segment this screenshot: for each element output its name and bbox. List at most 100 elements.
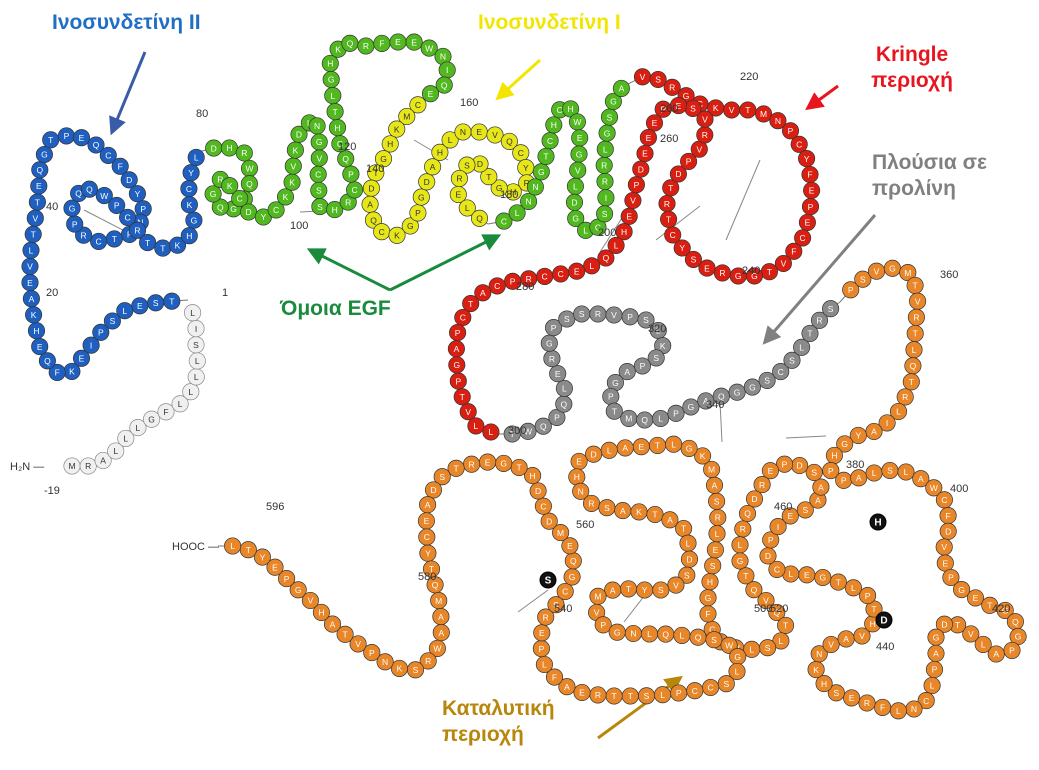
residue-fibronectin_ii: Y bbox=[129, 186, 145, 202]
residue-catalytic: L bbox=[709, 525, 725, 541]
residue-kringle: C bbox=[553, 266, 569, 282]
residue-number: 540 bbox=[554, 603, 572, 615]
svg-text:C: C bbox=[186, 184, 192, 194]
residue-catalytic: E bbox=[967, 590, 983, 606]
svg-text:Q: Q bbox=[744, 509, 751, 519]
svg-text:Y: Y bbox=[855, 431, 861, 441]
residue-proline_rich: S bbox=[559, 311, 575, 327]
svg-text:P: P bbox=[673, 409, 679, 419]
svg-text:C: C bbox=[557, 105, 563, 115]
residue-kringle: E bbox=[569, 263, 585, 279]
residue-egf: S bbox=[312, 198, 328, 214]
residue-egf: N bbox=[520, 193, 536, 209]
residue-fibronectin_ii: L bbox=[23, 242, 39, 258]
residue-catalytic: R bbox=[735, 521, 751, 537]
residue-catalytic: T bbox=[907, 277, 923, 293]
svg-text:T: T bbox=[612, 406, 617, 416]
residue-egf: E bbox=[406, 34, 422, 50]
residue-proline_rich: P bbox=[668, 405, 684, 421]
residue-catalytic: E bbox=[762, 463, 778, 479]
residue-number: 520 bbox=[770, 603, 788, 615]
svg-text:S: S bbox=[317, 202, 323, 212]
active-site-residue: D bbox=[876, 612, 892, 628]
svg-text:D: D bbox=[368, 183, 374, 193]
svg-text:A: A bbox=[619, 84, 625, 94]
svg-text:L: L bbox=[603, 144, 608, 154]
svg-text:H: H bbox=[226, 143, 232, 153]
svg-text:C: C bbox=[494, 281, 500, 291]
residue-kringle: P bbox=[450, 373, 466, 389]
svg-text:E: E bbox=[36, 181, 42, 191]
svg-text:G: G bbox=[328, 75, 335, 85]
svg-text:R: R bbox=[702, 130, 708, 140]
residue-catalytic: S bbox=[705, 558, 721, 574]
svg-text:S: S bbox=[764, 376, 770, 386]
svg-text:N: N bbox=[314, 121, 320, 131]
kringle-arrow bbox=[808, 86, 838, 108]
svg-text:H: H bbox=[574, 472, 580, 482]
svg-text:E: E bbox=[485, 457, 491, 467]
residue-catalytic: K bbox=[631, 504, 647, 520]
svg-text:P: P bbox=[640, 361, 646, 371]
residue-egf: V bbox=[570, 162, 586, 178]
residue-kringle: E bbox=[799, 214, 815, 230]
residue-catalytic: E bbox=[799, 567, 815, 583]
residue-kringle: Q bbox=[598, 250, 614, 266]
svg-text:V: V bbox=[859, 631, 865, 641]
svg-text:A: A bbox=[843, 634, 849, 644]
residue-number: 140 bbox=[366, 163, 384, 175]
residue-catalytic: L bbox=[732, 537, 748, 553]
svg-text:A: A bbox=[622, 443, 628, 453]
svg-text:L: L bbox=[113, 446, 118, 456]
svg-text:K: K bbox=[69, 367, 75, 377]
svg-text:Y: Y bbox=[135, 189, 141, 199]
svg-text:L: L bbox=[680, 631, 685, 641]
svg-text:D: D bbox=[424, 177, 430, 187]
residue-catalytic: T bbox=[830, 574, 846, 590]
residue-fibronectin_ii: G bbox=[186, 212, 202, 228]
svg-text:D: D bbox=[765, 551, 771, 561]
egf-arrow-right bbox=[390, 236, 498, 290]
residue-number: -19 bbox=[44, 485, 60, 497]
svg-text:Q: Q bbox=[695, 632, 702, 642]
residue-catalytic: L bbox=[641, 626, 657, 642]
svg-text:G: G bbox=[614, 627, 621, 637]
residue-signal: L bbox=[183, 384, 199, 400]
svg-text:G: G bbox=[612, 378, 619, 388]
svg-text:E: E bbox=[37, 342, 43, 352]
svg-text:G: G bbox=[576, 149, 583, 159]
svg-text:A: A bbox=[480, 288, 486, 298]
residue-catalytic: S bbox=[407, 662, 423, 678]
svg-text:L: L bbox=[715, 529, 720, 539]
svg-text:M: M bbox=[760, 109, 767, 119]
residue-catalytic: D bbox=[940, 523, 956, 539]
svg-text:K: K bbox=[227, 181, 233, 191]
svg-text:V: V bbox=[465, 407, 471, 417]
svg-text:F: F bbox=[807, 170, 812, 180]
svg-text:A: A bbox=[933, 649, 939, 659]
residue-number: 560 bbox=[576, 519, 594, 531]
svg-text:L: L bbox=[799, 343, 804, 353]
residue-kringle: A bbox=[448, 341, 464, 357]
disulfide-bond bbox=[726, 160, 760, 240]
svg-text:R: R bbox=[759, 480, 765, 490]
residue-catalytic: E bbox=[937, 555, 953, 571]
svg-text:H: H bbox=[327, 59, 333, 69]
residue-number: 1 bbox=[222, 287, 228, 299]
fibronectin-i-arrow bbox=[498, 60, 540, 98]
svg-text:Q: Q bbox=[910, 361, 917, 371]
residue-signal: M bbox=[64, 458, 80, 474]
svg-text:C: C bbox=[501, 216, 507, 226]
residue-fibronectin_ii: S bbox=[148, 295, 164, 311]
svg-text:D: D bbox=[126, 175, 132, 185]
residue-proline_rich: S bbox=[822, 301, 838, 317]
residue-catalytic: Y bbox=[420, 545, 436, 561]
svg-text:T: T bbox=[35, 197, 40, 207]
residue-catalytic: Q bbox=[565, 553, 581, 569]
svg-text:Y: Y bbox=[804, 154, 810, 164]
residue-kringle: R bbox=[659, 195, 675, 211]
svg-text:D: D bbox=[211, 143, 217, 153]
residue-proline_rich: L bbox=[556, 380, 572, 396]
svg-text:K: K bbox=[289, 177, 295, 187]
